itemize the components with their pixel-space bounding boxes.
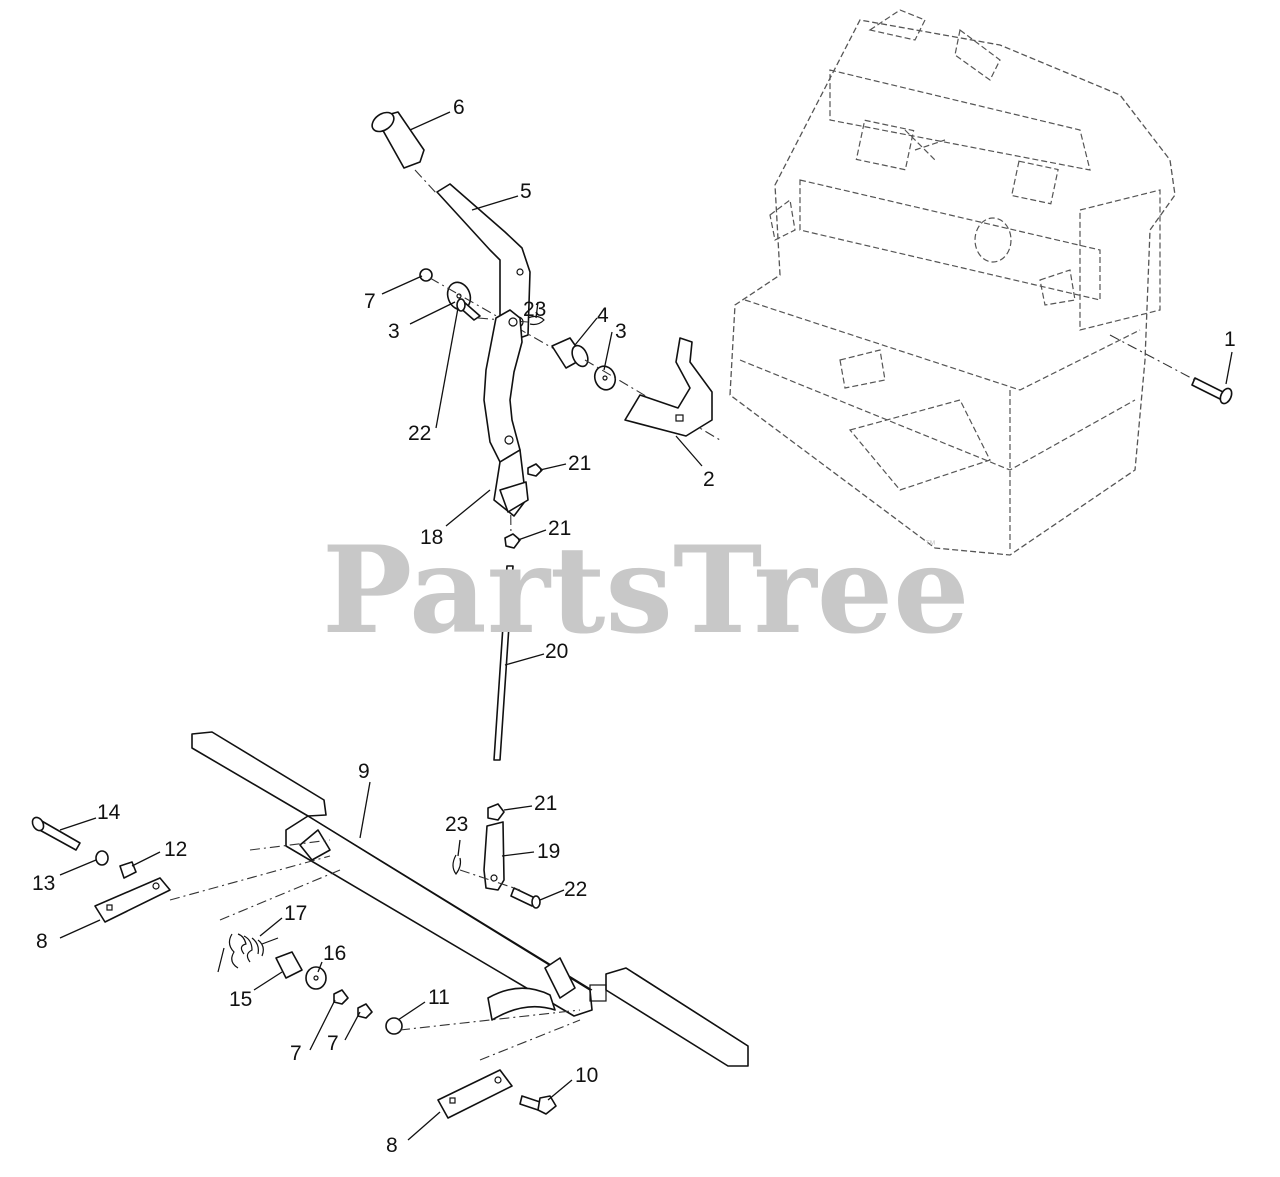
callout-21-lower: 21 [534, 792, 557, 815]
callout-8-lower: 8 [386, 1134, 398, 1157]
watermark-trademark: ™ [925, 539, 936, 551]
part-nut-7-a [333, 989, 349, 1005]
part-spacer-12 [119, 861, 137, 879]
callout-10: 10 [575, 1064, 598, 1087]
callout-7-lower-a: 7 [290, 1042, 302, 1065]
part-rear-bar [191, 731, 749, 1067]
part-handle-grip [371, 111, 425, 169]
part-spring-17 [217, 933, 279, 973]
part-threaded-rod [493, 565, 514, 761]
part-washer-13 [95, 850, 109, 866]
callout-labels: 1 2 3 3 4 5 6 7 7 7 8 8 9 10 11 12 13 14… [32, 96, 1236, 1157]
part-bolt-long [1191, 377, 1233, 405]
callout-15: 15 [229, 988, 252, 1011]
leader-lines [59, 111, 1233, 1141]
callout-23-upper: 23 [523, 298, 546, 321]
callout-6: 6 [453, 96, 465, 119]
callout-7-upper: 7 [364, 290, 376, 313]
chassis-frame [729, 9, 1176, 556]
callout-2: 2 [703, 468, 715, 491]
callout-19: 19 [537, 840, 560, 863]
part-clevis-pin-upper [456, 298, 481, 321]
callout-13: 13 [32, 872, 55, 895]
part-nut-21-upper [527, 463, 543, 477]
part-bracket [624, 337, 713, 437]
part-spacer-11 [385, 1017, 403, 1035]
callout-11: 11 [428, 986, 450, 1009]
callout-21-upper: 21 [568, 452, 591, 475]
part-washer-16 [305, 966, 327, 990]
callout-23-lower: 23 [445, 813, 468, 836]
part-washer-right [593, 365, 617, 391]
callout-4: 4 [597, 304, 609, 327]
callout-8-left: 8 [36, 930, 48, 953]
callout-17: 17 [284, 902, 307, 925]
part-bolt-10 [519, 1095, 557, 1115]
part-clevis-pin-lower [510, 887, 541, 909]
part-bushing-15 [275, 951, 303, 979]
callout-7-lower-b: 7 [327, 1032, 339, 1055]
part-hair-pin-upper [527, 315, 545, 326]
part-nut-7-b [357, 1003, 373, 1019]
part-bolt-14 [31, 816, 81, 851]
callout-20: 20 [545, 640, 568, 663]
callout-18: 18 [420, 526, 443, 549]
callout-3-right: 3 [615, 320, 627, 343]
part-hair-pin-lower [452, 854, 462, 876]
part-link-bracket [483, 309, 529, 517]
callout-22-lower: 22 [564, 878, 587, 901]
part-bushing [551, 337, 589, 369]
part-plate-8-lower [437, 1069, 513, 1119]
part-nut-upper [419, 268, 433, 282]
callout-1: 1 [1224, 328, 1236, 351]
callout-12: 12 [164, 838, 187, 861]
part-nut-21-middle [504, 533, 521, 549]
callout-5: 5 [520, 180, 532, 203]
part-nut-21-lower [487, 803, 505, 821]
watermark-text: PartsTree [322, 520, 969, 661]
callout-3-left: 3 [388, 320, 400, 343]
callout-16: 16 [323, 942, 346, 965]
callout-22-upper: 22 [408, 422, 431, 445]
part-curved-link [487, 987, 556, 1021]
callout-9: 9 [358, 760, 370, 783]
part-plate-8-left [94, 877, 171, 923]
callout-21-middle: 21 [548, 517, 571, 540]
callout-14: 14 [97, 801, 121, 824]
part-clevis [483, 821, 505, 891]
